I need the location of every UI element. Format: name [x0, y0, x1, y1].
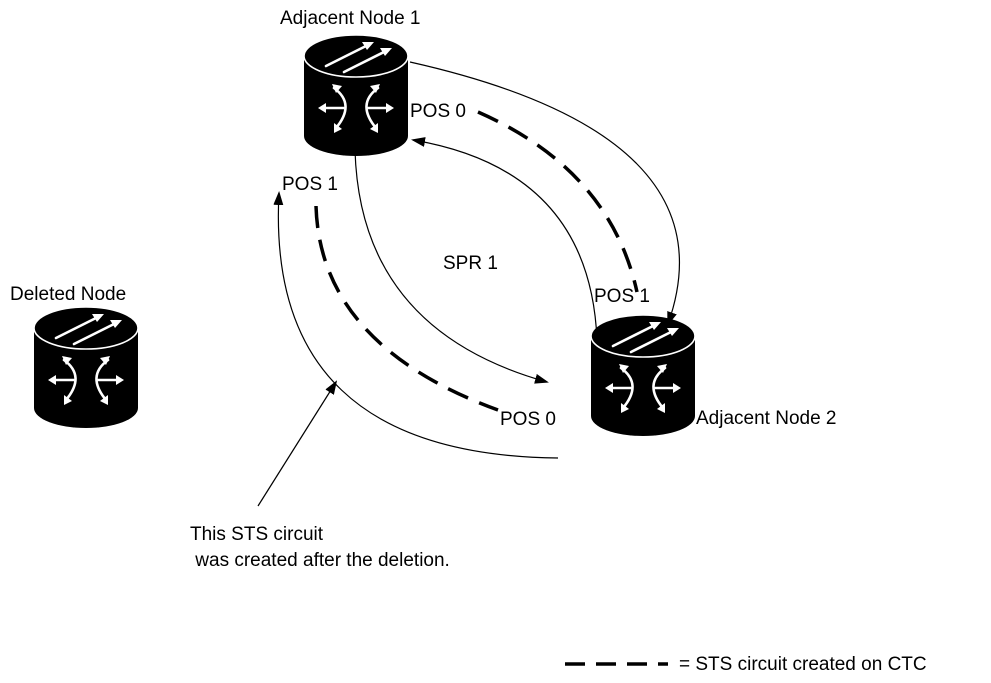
ring-link-node1-to-node2-outer	[409, 61, 681, 326]
legend-text: = STS circuit created on CTC	[679, 654, 927, 675]
node1-pos0-label: POS 0	[410, 101, 466, 122]
node1-pos1-label: POS 1	[282, 174, 338, 195]
adjacent-node-2: Adjacent Node 2	[589, 313, 837, 438]
annotation-line-2: was created after the deletion.	[190, 550, 450, 571]
adjacent-node-2-label: Adjacent Node 2	[696, 408, 837, 429]
ring-label: SPR 1	[443, 253, 498, 274]
router-icon	[32, 305, 140, 430]
router-icon	[589, 313, 697, 438]
ring-link-node1-to-node2-inner	[354, 149, 549, 384]
deleted-node: Deleted Node	[10, 284, 140, 430]
router-icon	[302, 33, 410, 158]
annotation-arrow	[257, 380, 338, 507]
deleted-node-label: Deleted Node	[10, 284, 126, 305]
node2-pos0-label: POS 0	[500, 409, 556, 430]
sts-circuit-left	[314, 205, 499, 412]
ring-link-node2-to-node1-inner	[411, 137, 598, 341]
adjacent-node-1-label: Adjacent Node 1	[280, 8, 421, 29]
node2-pos1-label: POS 1	[594, 286, 650, 307]
annotation-line-1: This STS circuit	[190, 524, 324, 545]
adjacent-node-1: Adjacent Node 1	[280, 8, 421, 158]
sts-circuit-right	[477, 110, 639, 293]
ring-link-node2-to-node1-outer	[273, 191, 559, 459]
legend: = STS circuit created on CTC	[565, 654, 927, 675]
